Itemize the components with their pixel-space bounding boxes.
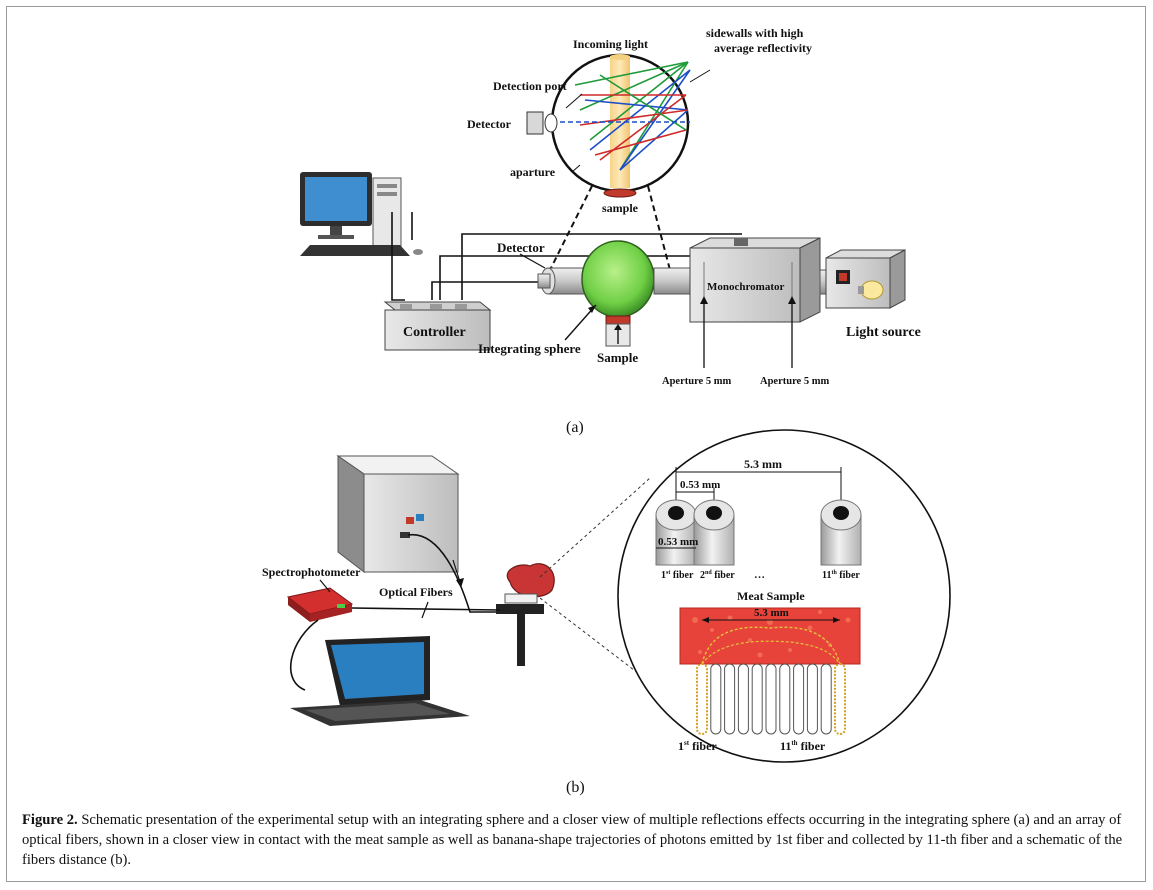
figure-caption: Figure 2. Schematic presentation of the … bbox=[22, 810, 1132, 870]
monochromator-label: Monochromator bbox=[707, 281, 785, 293]
bottom-fiber-1-label: 1st fiber bbox=[678, 739, 717, 753]
integrating-sphere bbox=[581, 240, 655, 318]
spectrometer-box bbox=[336, 455, 460, 574]
fiber-2 bbox=[693, 499, 735, 566]
meat-sample-label: Meat Sample bbox=[737, 589, 805, 603]
sample-label: Sample bbox=[597, 350, 638, 365]
bottom-fiber-11-label: 11th fiber bbox=[780, 739, 826, 753]
incoming-light-label: Incoming light bbox=[573, 37, 648, 51]
fiber-strand bbox=[724, 663, 736, 735]
fiber-strand bbox=[751, 663, 763, 735]
fiber-strand bbox=[737, 663, 749, 735]
monochromator-box bbox=[689, 237, 821, 323]
fiber-1-label: 1st fiber bbox=[661, 570, 694, 581]
integrating-sphere-label: Integrating sphere bbox=[478, 341, 581, 356]
sidewalls-label-1: sidewalls with high bbox=[706, 26, 804, 40]
panel-b-label: (b) bbox=[566, 779, 585, 796]
fiber-array bbox=[696, 663, 846, 735]
distance-diameter-label: 0.53 mm bbox=[658, 536, 698, 548]
fiber-strand bbox=[710, 663, 722, 735]
sample-holder bbox=[605, 315, 631, 347]
zoomed-sphere bbox=[526, 53, 711, 198]
detector-label: Detector bbox=[497, 240, 545, 255]
caption-lead: Figure 2. bbox=[22, 812, 78, 828]
desktop-computer bbox=[300, 172, 423, 256]
optical-fibers-label: Optical Fibers bbox=[379, 585, 453, 599]
fiber-11-label: 11th fiber bbox=[822, 570, 860, 581]
fiber-strand bbox=[696, 663, 708, 735]
fiber-ellipsis: … bbox=[754, 569, 765, 581]
panel-a: Incoming light sidewalls with high avera… bbox=[300, 26, 921, 436]
figure-frame bbox=[6, 6, 1146, 882]
spectrophotometer-device bbox=[286, 587, 354, 622]
controller-label: Controller bbox=[403, 325, 466, 340]
sidewalls-label-2: average reflectivity bbox=[714, 41, 812, 55]
aperture-right-label: Aperture 5 mm bbox=[760, 376, 829, 387]
fiber-2-label: 2nd fiber bbox=[700, 570, 735, 581]
meat-sample-block bbox=[679, 607, 861, 665]
sample-small bbox=[603, 188, 637, 198]
detection-port-label: Detection port bbox=[493, 79, 567, 93]
meat-distance-label: 5.3 mm bbox=[754, 607, 789, 619]
fiber-strand bbox=[806, 663, 818, 735]
laptop bbox=[290, 636, 470, 726]
detector-top-label: Detector bbox=[467, 117, 512, 131]
caption-text: Schematic presentation of the experiment… bbox=[22, 812, 1123, 868]
meat-stand bbox=[496, 563, 555, 666]
light-source-label: Light source bbox=[846, 325, 921, 340]
fiber-strand bbox=[820, 663, 832, 735]
reflection-rays bbox=[574, 61, 691, 171]
fiber-1 bbox=[655, 499, 697, 566]
aperture-left-label: Aperture 5 mm bbox=[662, 376, 731, 387]
fiber-11 bbox=[820, 499, 862, 566]
sample-top-label: sample bbox=[602, 201, 639, 215]
panel-a-label: (a) bbox=[566, 419, 584, 436]
distance-total-label: 5.3 mm bbox=[744, 457, 782, 471]
detector-small bbox=[526, 111, 544, 135]
distance-pitch-label: 0.53 mm bbox=[680, 479, 720, 491]
fiber-strand bbox=[834, 663, 846, 735]
spectrophotometer-label: Spectrophotometer bbox=[262, 565, 361, 579]
controller-box bbox=[383, 301, 492, 351]
aparture-label: aparture bbox=[510, 165, 556, 179]
panel-b: Spectrophotometer Optical Fibers 5.3 mm … bbox=[262, 429, 951, 796]
fiber-strand bbox=[793, 663, 805, 735]
light-source-box bbox=[825, 249, 906, 309]
fiber-strand bbox=[765, 663, 777, 735]
fiber-strand bbox=[779, 663, 791, 735]
